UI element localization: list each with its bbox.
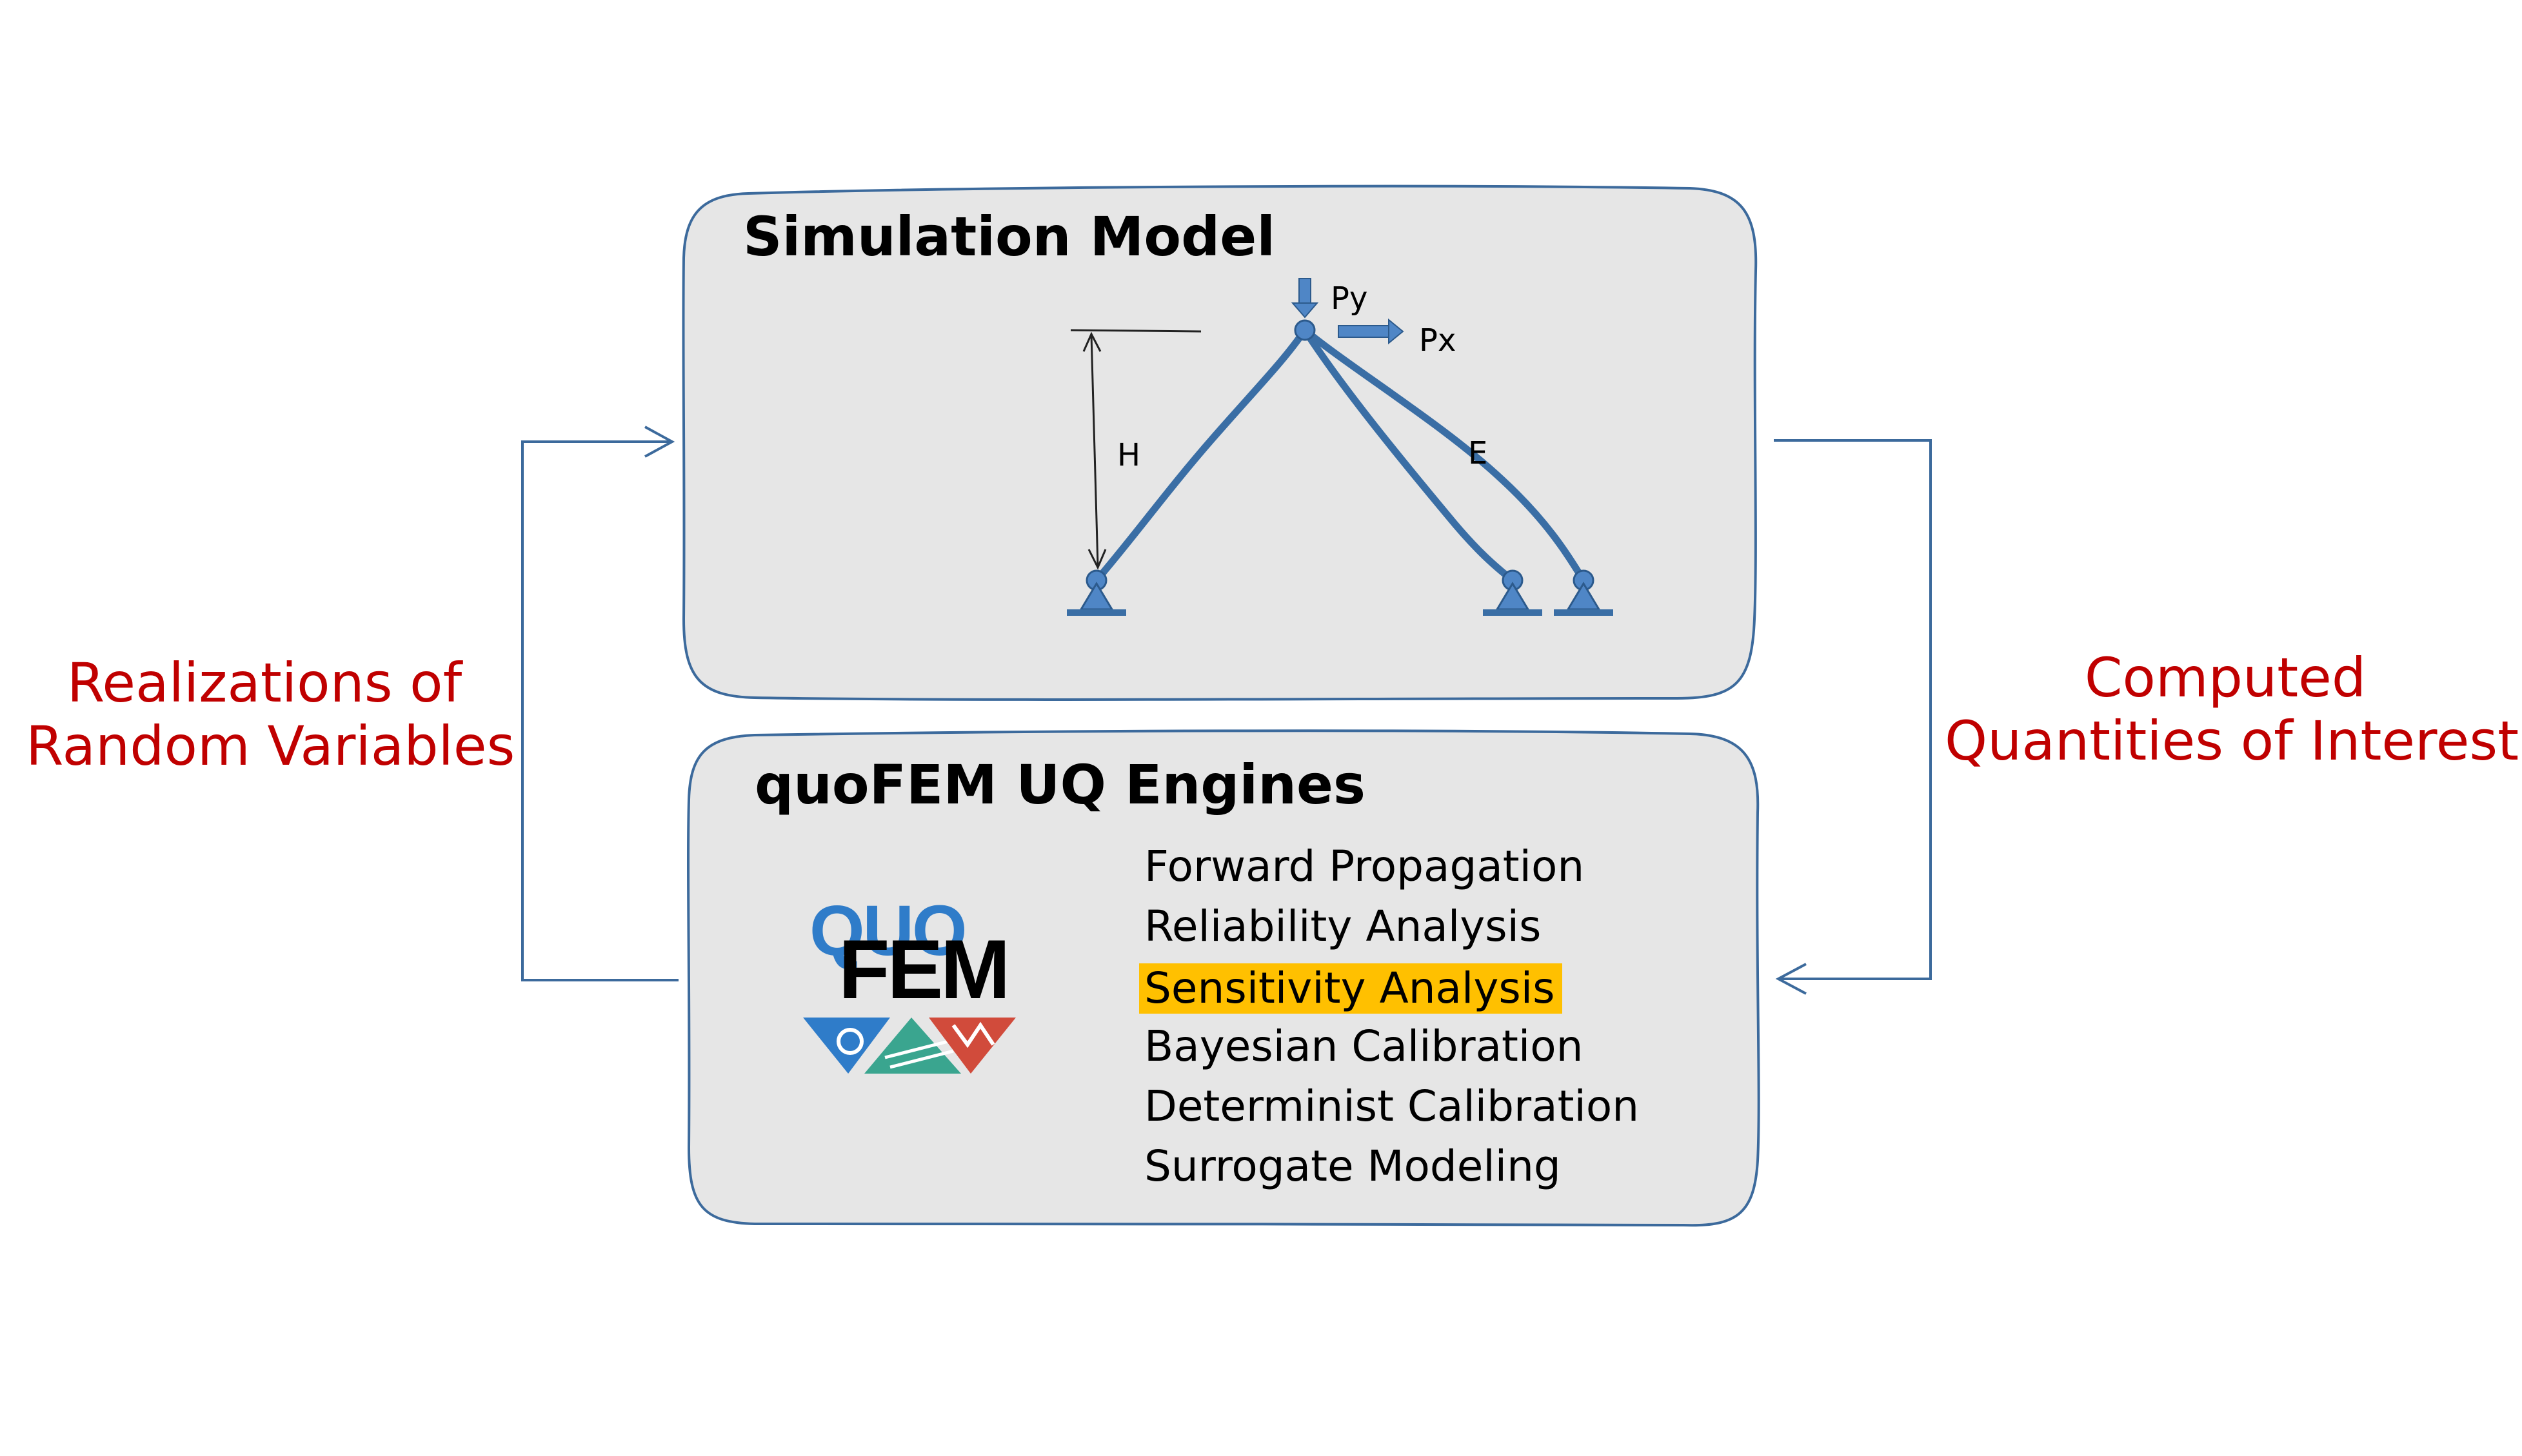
support-right (1554, 569, 1613, 616)
simulation-panel-title: Simulation Model (743, 205, 1275, 268)
right-loop-connector (1774, 439, 1932, 980)
support-left (1067, 569, 1126, 616)
engines-panel-title: quoFEM UQ Engines (755, 753, 1365, 816)
px-label: Px (1419, 322, 1456, 359)
left-flow-label-line1: Realizations of (66, 651, 462, 714)
right-flow-label-line1: Computed (2084, 646, 2367, 709)
left-flow-label-line2: Random Variables (26, 714, 515, 778)
top-joint (1294, 319, 1316, 341)
logo-fem-text: FEM (839, 922, 1010, 1016)
logo-quo-text: QUO (809, 891, 968, 970)
left-flow-label: Realizations of Random Variables (26, 651, 515, 778)
truss-member-left (1093, 326, 1309, 584)
py-label: Py (1331, 280, 1368, 317)
right-loop-arrowhead (1775, 963, 1807, 995)
truss-member-right-outer (1301, 326, 1587, 584)
engine-item-bayesian-calibration: Bayesian Calibration (1144, 1021, 1584, 1071)
height-arrow-top (1082, 331, 1102, 352)
left-loop-connector (521, 440, 679, 981)
engine-item-sensitivity-analysis: Sensitivity Analysis (1139, 963, 1562, 1014)
h-label: H (1117, 437, 1141, 473)
height-dimension-line (1090, 335, 1099, 567)
engine-item-forward-propagation: Forward Propagation (1144, 841, 1585, 891)
py-load-arrow (1291, 278, 1319, 319)
px-load-arrow (1338, 318, 1404, 345)
left-loop-arrowhead (644, 426, 675, 458)
engine-item-determinist-calibration: Determinist Calibration (1144, 1081, 1640, 1131)
right-flow-label: Computed Quantities of Interest (1945, 646, 2519, 772)
support-middle (1483, 569, 1542, 616)
simcenter-logo-icon (803, 1018, 1016, 1074)
height-arrow-bottom (1087, 549, 1107, 570)
engine-item-surrogate-modeling: Surrogate Modeling (1144, 1141, 1561, 1191)
engine-item-reliability-analysis: Reliability Analysis (1144, 901, 1542, 951)
simulation-panel (682, 184, 1758, 701)
e-label: E (1468, 435, 1488, 471)
height-reference-line (1070, 329, 1202, 333)
truss-member-right-inner (1301, 326, 1516, 584)
truss-members (1093, 326, 1587, 584)
right-flow-label-line2: Quantities of Interest (1945, 709, 2519, 772)
